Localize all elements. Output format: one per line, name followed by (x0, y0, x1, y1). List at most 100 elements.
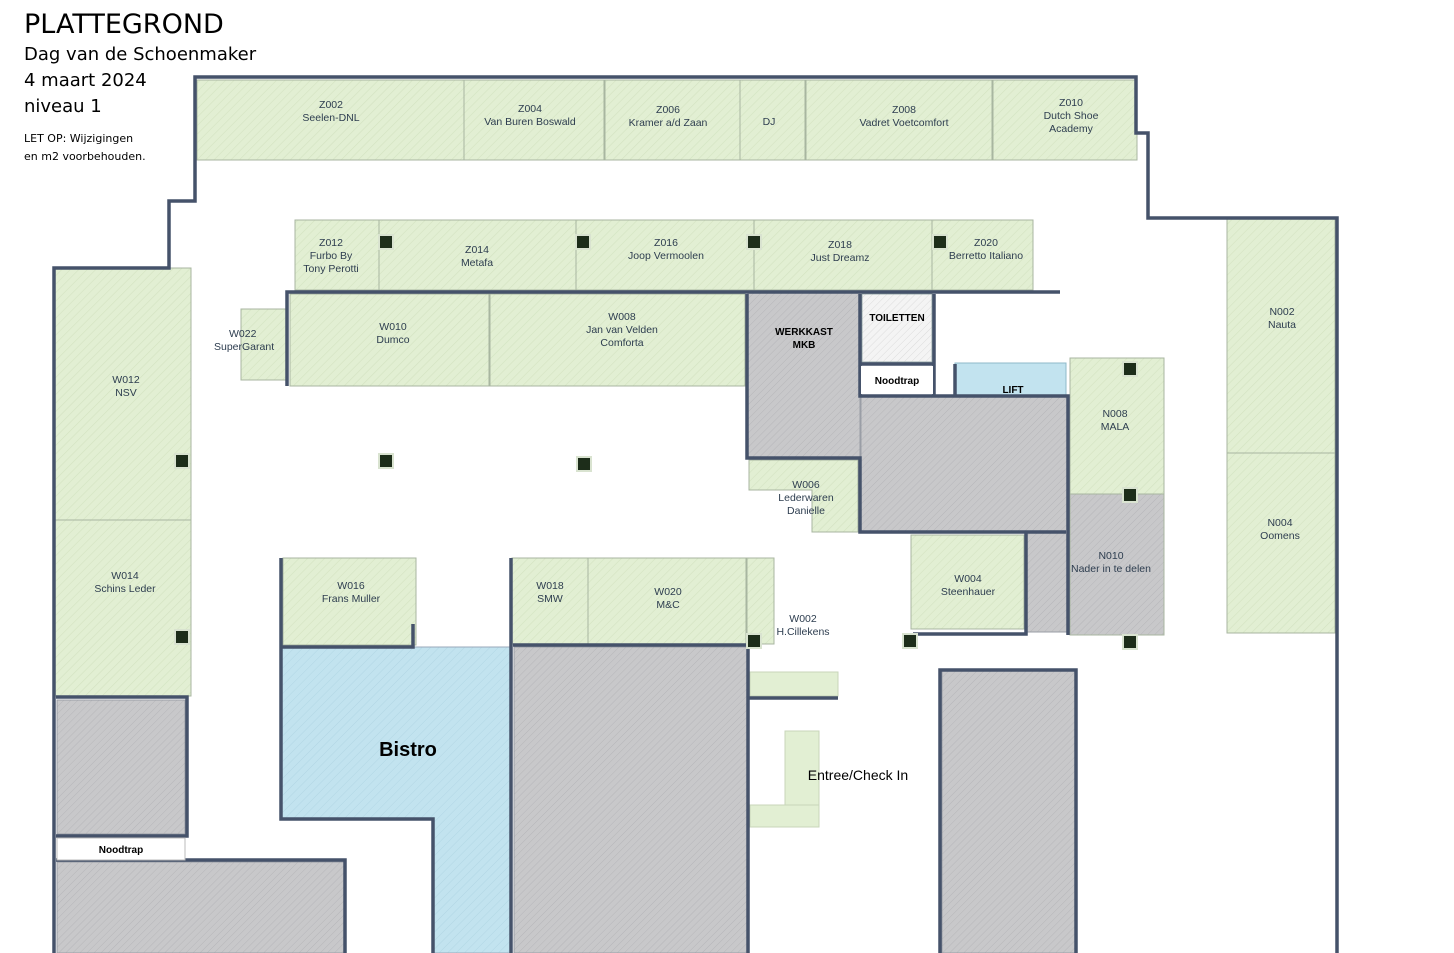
map-title: PLATTEGROND (24, 9, 224, 40)
booth-label-line: N008 (1102, 408, 1127, 420)
pillar-markers (174, 234, 1138, 650)
booth-label-line: Z014 (465, 244, 489, 256)
pillar-marker (378, 453, 394, 469)
event-date: 4 maart 2024 (24, 70, 147, 91)
booth-z010[interactable] (992, 79, 1138, 161)
pillar-marker (902, 633, 918, 649)
booth-label-line: W022 (229, 328, 257, 340)
booth-label-line: N010 (1098, 550, 1123, 562)
booth-label-line: Dutch Shoe (1044, 110, 1099, 122)
pillar-marker (932, 234, 948, 250)
booth-label-line: H.Cillekens (776, 626, 829, 638)
pillar-marker (746, 633, 762, 649)
noodtrap-label-right: Noodtrap (875, 376, 919, 387)
booth-label-line: Z008 (892, 104, 916, 116)
booth-z002[interactable] (196, 79, 465, 161)
booth-label-line: Vadret Voetcomfort (859, 117, 948, 129)
booth-z006[interactable] (604, 79, 741, 161)
booth-n002[interactable] (1226, 217, 1336, 454)
booth-label-line: W020 (654, 586, 682, 598)
pillar-marker (746, 234, 762, 250)
grey-block-right (941, 669, 1077, 953)
booth-label-line: Jan van Velden (586, 324, 658, 336)
booth-label-line: N004 (1267, 517, 1292, 529)
booth-dj[interactable] (739, 79, 806, 161)
booth-label-line: W004 (954, 573, 982, 585)
toiletten-label: TOILETTEN (869, 313, 924, 324)
disclaimer-line-1: LET OP: Wijzigingen (24, 132, 134, 145)
booth-label-line: Oomens (1260, 530, 1300, 542)
booth-label-line: Seelen-DNL (302, 112, 359, 124)
booth-label-line: Dumco (376, 334, 409, 346)
booth-n004[interactable] (1226, 452, 1336, 634)
booth-w022[interactable] (240, 308, 287, 381)
entree-area-lower (749, 804, 820, 828)
booth-label-line: Frans Muller (322, 593, 381, 605)
booth-label-line: Steenhauer (941, 586, 996, 598)
noodtrap-box-right (861, 366, 933, 394)
booth-w020[interactable] (587, 557, 747, 645)
booth-label-line: W016 (337, 580, 365, 592)
booth-z004[interactable] (463, 79, 605, 161)
booth-label-line: SuperGarant (214, 341, 274, 353)
booth-z012[interactable] (294, 219, 380, 291)
booth-w006[interactable] (748, 459, 859, 533)
booth-w016[interactable] (282, 557, 417, 646)
booth-z016[interactable] (575, 219, 755, 291)
booth-label-line: Comforta (600, 337, 643, 349)
booth-w014[interactable] (54, 519, 192, 697)
booth-w010[interactable] (289, 293, 490, 387)
pillar-marker (1122, 487, 1138, 503)
booth-label-line: SMW (537, 593, 563, 605)
booth-label-line: Joop Vermoolen (628, 250, 704, 262)
booth-z008[interactable] (805, 79, 993, 161)
pillar-marker (575, 234, 591, 250)
booth-w008[interactable] (489, 293, 746, 387)
booth-w002[interactable] (746, 557, 775, 645)
werkkast-line-1: WERKKAST (775, 327, 833, 338)
booth-z018[interactable] (753, 219, 933, 291)
booth-label-line: Z010 (1059, 97, 1083, 109)
noodtrap-label-left: Noodtrap (99, 845, 143, 856)
booth-label-line: Van Buren Boswald (484, 116, 576, 128)
booth-label-line: W008 (608, 311, 636, 323)
booth-label-line: Tony Perotti (303, 263, 358, 275)
booth-label-line: N002 (1269, 306, 1294, 318)
booth-label-line: W014 (111, 570, 139, 582)
booth-label-line: Just Dreamz (811, 252, 870, 264)
booth-label-line: W010 (379, 321, 407, 333)
pillar-marker (576, 456, 592, 472)
bistro-label: Bistro (379, 739, 437, 761)
booth-w004[interactable] (910, 534, 1025, 630)
booth-z014[interactable] (378, 219, 577, 291)
grey-block-bottom-left (56, 861, 345, 953)
booth-z020[interactable] (931, 219, 1034, 291)
booth-label-line: Nader in te delen (1071, 563, 1151, 575)
booth-n010[interactable] (1069, 493, 1165, 636)
booth-n008[interactable] (1069, 357, 1165, 495)
werkkast-line-2: MKB (793, 340, 816, 351)
grey-block-center (513, 646, 749, 953)
booth-label-line: Z018 (828, 239, 852, 251)
w002-extension (749, 671, 839, 697)
grey-block-left (56, 699, 186, 835)
event-name: Dag van de Schoenmaker (24, 44, 257, 65)
booth-w012[interactable] (54, 267, 192, 521)
